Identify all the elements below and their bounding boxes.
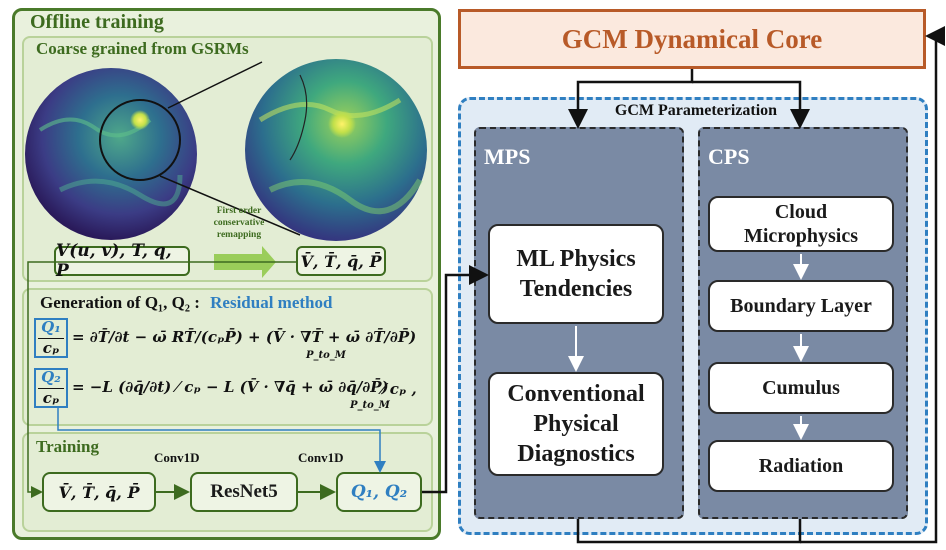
eq1-subscript: P_to_M [306, 350, 346, 361]
conv1d-label-1: Conv1D [154, 450, 200, 465]
gcm-parameterization-title: GCM Parameterization [590, 102, 802, 120]
resnet5-box: ResNet5 [190, 472, 298, 512]
coarse-variables-box: V̄, T̄, q̄, P̄ [296, 246, 386, 276]
boundary-layer-box: Boundary Layer [708, 280, 894, 332]
eq2-tail: ⁄ cₚ , [382, 380, 417, 398]
zoom-region-circle [99, 99, 181, 181]
eq2-subscript: P_to_M [350, 400, 390, 411]
offline-training-title: Offline training [30, 11, 164, 33]
generation-panel [22, 288, 433, 426]
input-variables-box: V(u, v), T, q, P [54, 241, 190, 281]
eq1-lhs-num: Q₁ [41, 318, 61, 336]
eq1-lhs-den: cₚ [42, 339, 60, 357]
eq2-rhs: = −L (∂q̄/∂t) ⁄ cₚ − L (V̄ · ∇q̄ + ω̄ ∂q… [72, 378, 389, 396]
training-output-box: Q₁, Q₂ [336, 472, 422, 512]
coarse-grained-title: Coarse grained from GSRMs [36, 39, 249, 58]
eq2-lhs-den: cₚ [42, 389, 60, 407]
gcm-dynamical-core-box: GCM Dynamical Core [458, 9, 926, 69]
training-input-box: V̄, T̄, q̄, P̄ [42, 472, 156, 512]
training-title: Training [36, 437, 99, 456]
remapping-label: First order conservative remapping [213, 206, 265, 240]
ml-physics-tendencies-box: ML Physics Tendencies [488, 224, 664, 324]
conventional-diagnostics-box: Conventional Physical Diagnostics [488, 372, 664, 476]
q2-highlight-box [34, 368, 68, 408]
globe-full-image [25, 68, 197, 240]
generation-title: Generation of Q₁, Q₂ : Residual method [40, 293, 332, 313]
eq1-rhs: = ∂T̄/∂t − ω̄ RT̄/(cₚP̄) + (V̄ · ∇T̄ + ω… [72, 328, 417, 346]
cumulus-box: Cumulus [708, 362, 894, 414]
eq2-lhs-num: Q₂ [41, 368, 61, 386]
eq2-fraction-bar [38, 388, 64, 389]
q1-highlight-box [34, 318, 68, 358]
cloud-microphysics-box: Cloud Microphysics [708, 196, 894, 252]
eq1-fraction-bar [38, 338, 64, 339]
residual-method-label: Residual method [210, 293, 333, 312]
generation-title-text: Generation of Q₁, Q₂ : [40, 293, 200, 312]
cps-title: CPS [708, 144, 750, 169]
radiation-box: Radiation [708, 440, 894, 492]
mps-title: MPS [484, 144, 531, 169]
conv1d-label-2: Conv1D [298, 450, 344, 465]
